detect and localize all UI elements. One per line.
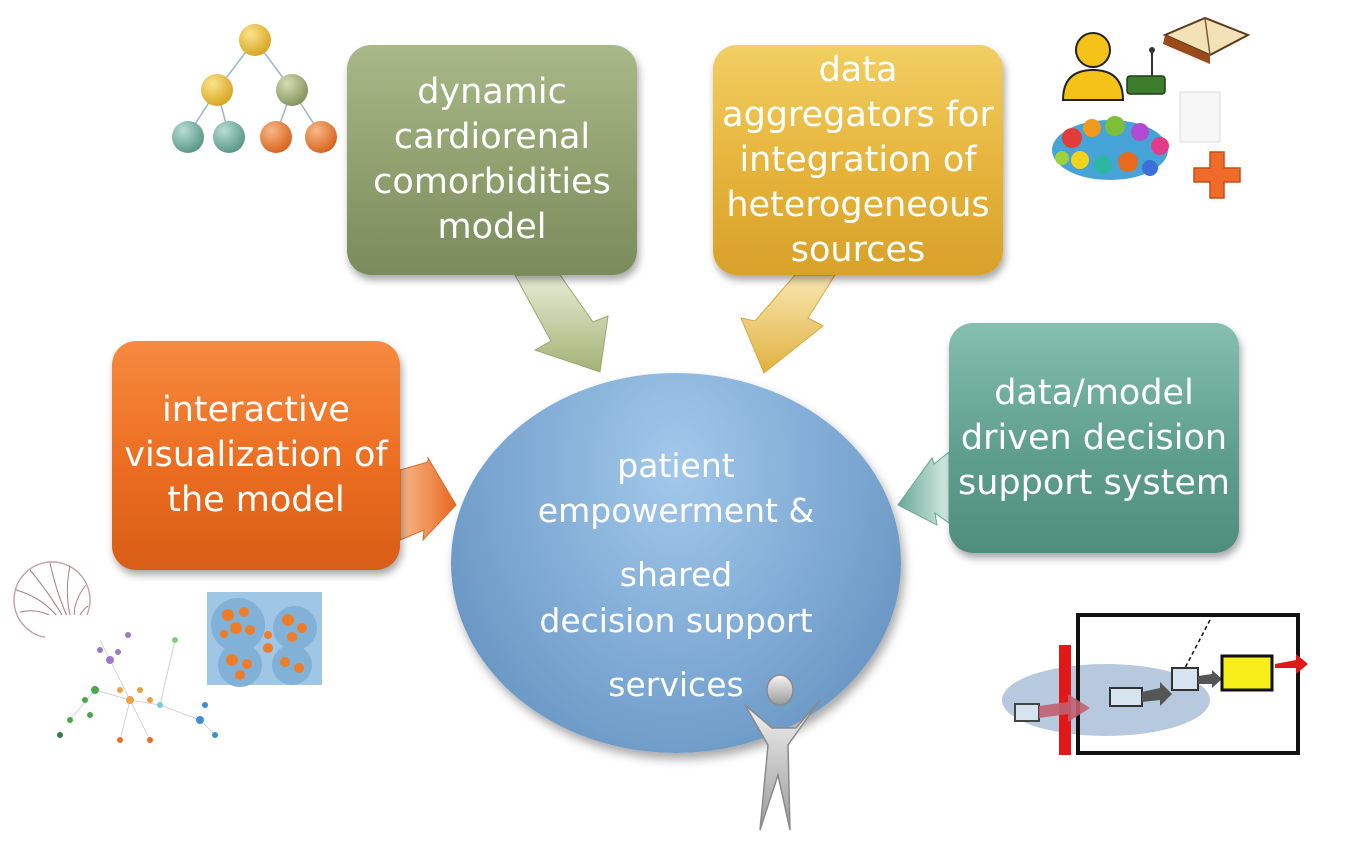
visualization-line-1: interactive bbox=[162, 390, 350, 430]
model-line-3: comorbidities bbox=[373, 162, 611, 202]
visualization-line-3: the model bbox=[167, 480, 345, 520]
center-line-4: decision support bbox=[539, 601, 813, 640]
model-line-2: cardiorenal bbox=[393, 117, 591, 157]
center-line-1: patient bbox=[617, 446, 735, 485]
model-line-1: dynamic bbox=[417, 72, 567, 112]
dynamic-model-box: dynamic cardiorenal comorbidities model bbox=[347, 45, 637, 275]
decision-system-line-3: support system bbox=[957, 462, 1231, 503]
aggregators-line-5: sources bbox=[790, 229, 926, 270]
center-line-5: services bbox=[608, 665, 744, 704]
arrow-decision-system-to-center bbox=[897, 450, 950, 526]
arrow-visualization-to-center bbox=[399, 456, 457, 542]
model-line-4: model bbox=[437, 207, 547, 247]
data-aggregators-box: data aggregators for integration of hete… bbox=[713, 45, 1003, 275]
decision-system-line-1: data/model bbox=[994, 372, 1194, 413]
aggregators-line-1: data bbox=[818, 49, 898, 90]
decision-support-system-box: data/model driven decision support syste… bbox=[949, 323, 1239, 553]
patient-empowerment-circle bbox=[451, 373, 901, 753]
decision-system-line-2: driven decision bbox=[960, 417, 1228, 458]
arrow-model-to-center bbox=[514, 274, 609, 373]
arrow-aggregators-to-center bbox=[740, 274, 836, 374]
aggregators-line-4: heterogeneous bbox=[726, 184, 990, 225]
aggregators-line-2: aggregators for bbox=[722, 94, 994, 135]
aggregators-line-3: integration of bbox=[739, 139, 977, 180]
visualization-line-2: visualization of bbox=[124, 435, 388, 475]
interactive-visualization-box: interactive visualization of the model bbox=[112, 341, 400, 570]
center-line-3: shared bbox=[619, 555, 733, 594]
center-line-2: empowerment & bbox=[537, 491, 815, 530]
